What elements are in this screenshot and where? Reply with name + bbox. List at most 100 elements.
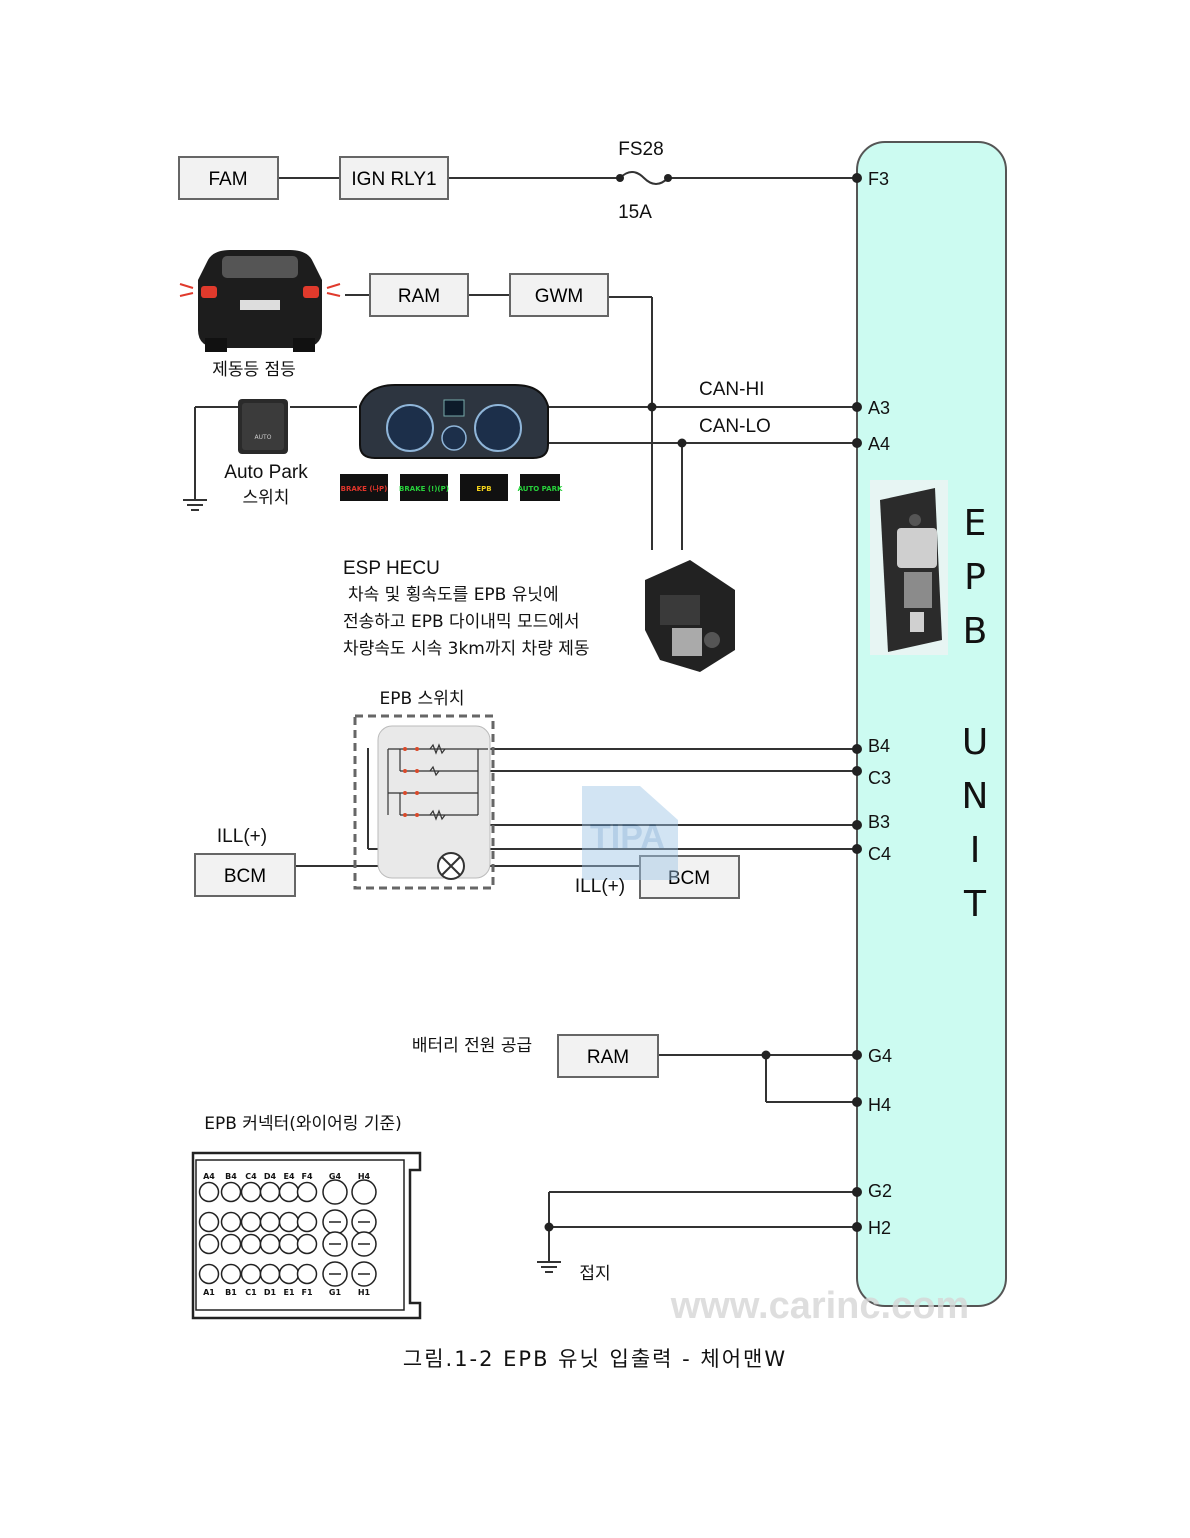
epb-unit-letter-b: B xyxy=(963,611,988,652)
indicator-auto-park-text: AUTO PARK xyxy=(518,485,563,493)
bcm-left-label: BCM xyxy=(224,866,266,887)
connector-pin-label: H4 xyxy=(358,1172,371,1181)
connector-pin-label: E1 xyxy=(283,1288,294,1297)
connector-pin-label: H1 xyxy=(358,1288,371,1297)
pin-h4: H4 xyxy=(868,1095,891,1115)
ram-top-box: RAM xyxy=(369,273,469,317)
connector-pin-label: B1 xyxy=(225,1288,237,1297)
epb-unit-letter-e: E xyxy=(964,503,987,544)
pin-a4: A4 xyxy=(868,434,890,454)
connector-pin xyxy=(198,1233,220,1255)
indicator-brake-2: BRAKE (!)(P) xyxy=(399,474,449,501)
gwm-box: GWM xyxy=(509,273,609,317)
pin-c4: C4 xyxy=(868,844,891,864)
epb-unit-letter-p: P xyxy=(964,557,986,598)
bcm-right-box: BCM xyxy=(639,855,740,899)
connector-pin xyxy=(198,1211,220,1233)
fam-box: FAM xyxy=(178,156,279,200)
connector-pin xyxy=(198,1263,220,1285)
connector-pin xyxy=(259,1263,281,1285)
ram-bottom-label: RAM xyxy=(587,1047,629,1068)
ground-icon xyxy=(183,499,561,1273)
auto-park-label-2: 스위치 xyxy=(243,488,290,508)
ground-label: 접지 xyxy=(579,1264,610,1284)
fuse-name: FS28 xyxy=(618,139,663,160)
connector-pin-label: A1 xyxy=(203,1288,215,1297)
tipa-watermark: TIPA xyxy=(582,786,678,880)
connector-title: EPB 커넥터(와이어링 기준) xyxy=(204,1114,402,1134)
ign-rly1-box: IGN RLY1 xyxy=(339,156,449,200)
indicator-brake-2-text: BRAKE (!)(P) xyxy=(399,485,449,493)
instrument-cluster-icon xyxy=(359,384,549,459)
epb-actuator-icon xyxy=(870,480,948,655)
connector-pin xyxy=(240,1233,262,1255)
connector-pin-label: D4 xyxy=(264,1172,277,1181)
fam-label: FAM xyxy=(208,169,247,190)
ill-left-label: ILL(+) xyxy=(217,826,267,847)
connector-pin xyxy=(278,1233,300,1255)
connector-pin xyxy=(220,1233,242,1255)
bcm-left-box: BCM xyxy=(194,853,296,897)
bcm-right-label: BCM xyxy=(668,868,710,889)
connector-pin xyxy=(296,1233,318,1255)
pin-g2: G2 xyxy=(868,1181,892,1201)
connector-pin xyxy=(322,1179,348,1205)
can-hi-label: CAN-HI xyxy=(699,379,764,400)
can-lo-label: CAN-LO xyxy=(699,416,771,437)
connector-pin xyxy=(240,1181,262,1203)
indicator-epb-text: EPB xyxy=(476,485,491,493)
connector-pin-label: G4 xyxy=(329,1172,342,1181)
indicator-brake-1-text: BRAKE (나P) xyxy=(341,484,388,493)
epb-unit-body xyxy=(856,141,1007,1307)
pin-b4: B4 xyxy=(868,736,890,756)
tipa-watermark-text: TIPA xyxy=(590,818,665,856)
connector-pin xyxy=(220,1211,242,1233)
pin-b3: B3 xyxy=(868,812,890,832)
ill-right-label: ILL(+) xyxy=(575,876,625,897)
battery-label: 배터리 전원 공급 xyxy=(412,1036,532,1056)
esp-desc-1: 차속 및 횡속도를 EPB 유닛에 xyxy=(348,585,559,605)
indicator-epb: EPB xyxy=(460,474,508,501)
ram-bottom-box: RAM xyxy=(557,1034,659,1078)
ign-rly1-label: IGN RLY1 xyxy=(351,169,436,190)
brake-lamp-label: 제동등 점등 xyxy=(212,360,296,380)
indicator-auto-park: AUTO PARK xyxy=(518,474,563,501)
connector-pin xyxy=(278,1181,300,1203)
gwm-label: GWM xyxy=(535,286,584,307)
esp-desc-2: 전송하고 EPB 다이내믹 모드에서 xyxy=(343,612,580,632)
pin-f3: F3 xyxy=(868,169,889,189)
pin-h2: H2 xyxy=(868,1218,891,1238)
connector-pin-label: E4 xyxy=(283,1172,294,1181)
connector-pin-label: F1 xyxy=(301,1288,312,1297)
connector-pin xyxy=(240,1263,262,1285)
connector-pin-label: F4 xyxy=(301,1172,312,1181)
connector-pin-label: C4 xyxy=(245,1172,257,1181)
connector-pin xyxy=(278,1263,300,1285)
connector-pin-label: C1 xyxy=(245,1288,257,1297)
epb-unit-letter-i: I xyxy=(970,830,981,871)
auto-switch-icon-text: AUTO xyxy=(255,434,272,441)
connector-pin-label: A4 xyxy=(203,1172,215,1181)
figure-caption: 그림.1-2 EPB 유닛 입출력 - 체어맨W xyxy=(402,1347,788,1371)
indicator-brake-1: BRAKE (나P) xyxy=(340,474,388,501)
pin-a3: A3 xyxy=(868,398,890,418)
car-icon xyxy=(179,250,341,352)
epb-unit-letter-t: T xyxy=(963,884,987,925)
junction-dots xyxy=(544,173,862,1232)
connector-pin xyxy=(259,1181,281,1203)
epb-unit-letter-u: U xyxy=(962,722,988,763)
pin-c3: C3 xyxy=(868,768,891,788)
connector-pin xyxy=(198,1181,220,1203)
epb-unit-letter-n: N xyxy=(962,776,989,817)
epb-switch-module xyxy=(353,714,495,890)
fuse-rating: 15A xyxy=(618,202,652,223)
auto-park-switch-icon: AUTO xyxy=(238,399,288,454)
auto-park-label-1: Auto Park xyxy=(224,462,308,483)
connector-pin xyxy=(220,1181,242,1203)
esp-desc-3: 차량속도 시속 3km까지 차량 제동 xyxy=(343,639,590,659)
connector-pin-label: B4 xyxy=(225,1172,237,1181)
connector-pin xyxy=(296,1211,318,1233)
ram-top-label: RAM xyxy=(398,286,440,307)
